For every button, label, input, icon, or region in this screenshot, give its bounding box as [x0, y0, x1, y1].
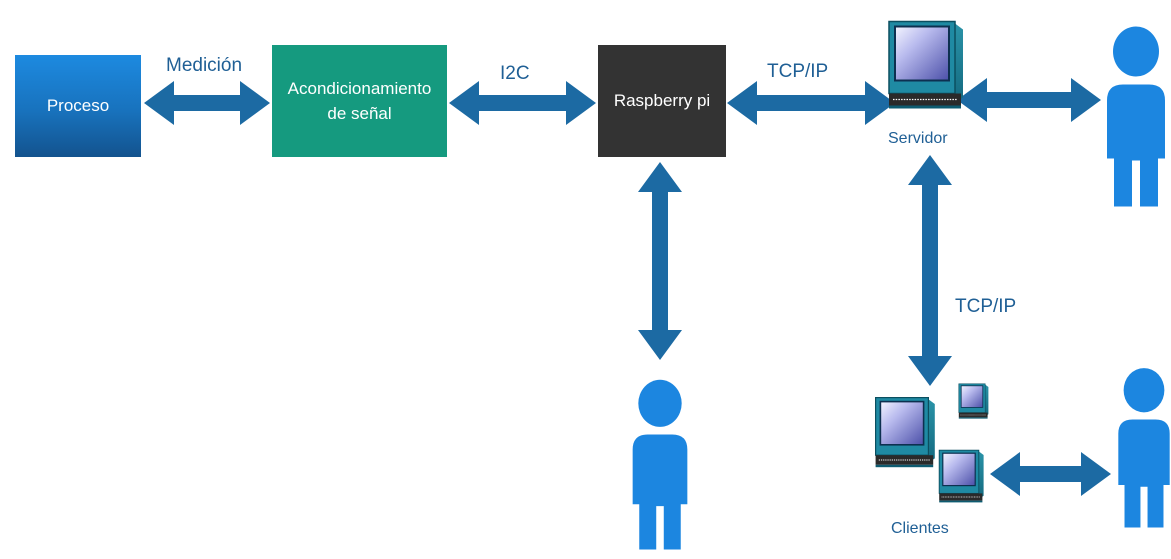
medicion-link-label: Medición — [166, 55, 243, 76]
acondicionamiento-label-line1: Acondicionamiento — [287, 79, 432, 99]
arrow-servidor-user — [957, 78, 1101, 122]
user-clients-person-icon — [1118, 368, 1170, 528]
arrow-raspberry-servidor — [727, 81, 895, 125]
arrow-servidor-clientes — [908, 155, 952, 386]
proceso-block: Proceso — [15, 55, 141, 157]
tcpip-side-link-label: TCP/IP — [955, 296, 1017, 317]
client-computer-icon-2 — [958, 383, 989, 420]
arrow-raspberry-user — [638, 162, 682, 360]
client-computer-icon-1 — [874, 396, 936, 469]
clients-group-icon — [874, 383, 989, 504]
tcpip-top-link-label: TCP/IP — [767, 61, 829, 82]
arrow-acondicionamiento-raspberry — [449, 81, 596, 125]
acondicionamiento-label-line2: de señal — [327, 104, 392, 123]
arrow-proceso-acondicionamiento — [144, 81, 270, 125]
server-computer-icon — [887, 20, 965, 110]
arrow-clientes-user — [990, 452, 1111, 496]
clientes-caption: Clientes — [891, 520, 949, 537]
raspberry-label: Raspberry pi — [613, 90, 711, 110]
i2c-link-label: I2C — [500, 63, 530, 84]
acondicionamiento-block: Acondicionamiento de señal — [272, 45, 447, 157]
servidor-caption: Servidor — [888, 130, 948, 147]
user-server-person-icon — [1107, 26, 1165, 207]
user-raspberry-person-icon — [632, 379, 688, 550]
client-computer-icon-3 — [938, 449, 985, 504]
proceso-label: Proceso — [46, 95, 110, 115]
raspberry-pi-block: Raspberry pi — [598, 45, 726, 157]
